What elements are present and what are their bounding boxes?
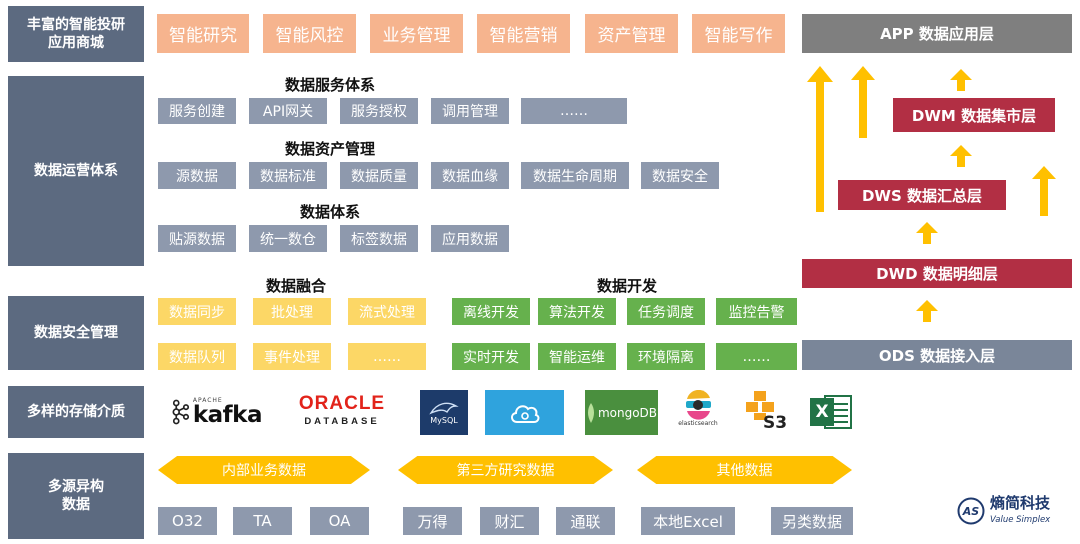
brand-subtitle: Value Simplex — [990, 515, 1051, 525]
dev-item-offline[interactable]: 离线开发 — [452, 298, 530, 325]
leaf-icon — [587, 402, 594, 423]
app-tile-smart-writing[interactable]: 智能写作 — [692, 14, 785, 53]
arrow-up-short-left-icon — [851, 66, 875, 138]
s3-logo: S3 — [743, 390, 791, 436]
arrow-up-dws-dwm-icon — [950, 145, 972, 167]
source-item-tonglian[interactable]: 通联 — [556, 507, 615, 535]
row-label-storage: 多样的存储介质 — [8, 386, 144, 438]
oracle-logo: ORACLE DATABASE — [294, 394, 390, 432]
data-system-title: 数据体系 — [299, 202, 360, 221]
kafka-small-text: APACHE — [192, 396, 223, 404]
cubes-icon — [746, 391, 774, 420]
oracle-text: ORACLE — [298, 393, 386, 414]
asset-item-source-data[interactable]: 源数据 — [158, 162, 236, 189]
data-system-item-raw[interactable]: 贴源数据 — [158, 225, 236, 252]
arrow-up-dwm-app-icon — [950, 69, 972, 91]
asset-item-data-lifecycle[interactable]: 数据生命周期 — [521, 162, 629, 189]
row-label-sources: 多源异构 数据 — [8, 453, 144, 539]
source-item-oa[interactable]: OA — [310, 507, 369, 535]
elasticsearch-icon — [686, 390, 711, 420]
service-item-more[interactable]: …… — [521, 98, 627, 124]
source-group-other: 其他数据 — [637, 456, 852, 484]
oracle-database-text: DATABASE — [304, 416, 380, 427]
kafka-icon — [172, 399, 190, 425]
dev-item-smart-ops[interactable]: 智能运维 — [538, 343, 616, 370]
kafka-logo: APACHE kafka — [170, 390, 263, 434]
source-item-wind[interactable]: 万得 — [403, 507, 462, 535]
brand-logo-icon: AS — [957, 497, 985, 525]
fusion-title: 数据融合 — [265, 276, 326, 295]
mysql-text: MySQL — [430, 416, 458, 425]
source-item-ta[interactable]: TA — [233, 507, 292, 535]
mongodb-text: mongoDB — [597, 405, 658, 420]
elasticsearch-logo: elasticsearch — [672, 390, 724, 436]
fusion-item-queue[interactable]: 数据队列 — [158, 343, 236, 370]
brand-mark: AS — [962, 504, 980, 518]
row-label-data-security: 数据安全管理 — [8, 296, 144, 370]
asset-item-data-quality[interactable]: 数据质量 — [340, 162, 418, 189]
arrow-up-ods-dwd-icon — [916, 300, 938, 322]
layer-dwd[interactable]: DWD 数据明细层 — [802, 259, 1072, 288]
dev-item-realtime[interactable]: 实时开发 — [452, 343, 530, 370]
asset-item-data-lineage[interactable]: 数据血缘 — [431, 162, 509, 189]
layer-dwm[interactable]: DWM 数据集市层 — [893, 98, 1055, 132]
dev-item-scheduling[interactable]: 任务调度 — [627, 298, 705, 325]
layer-app[interactable]: APP 数据应用层 — [802, 14, 1072, 53]
mysql-logo: MySQL — [420, 390, 468, 435]
fusion-item-event[interactable]: 事件处理 — [253, 343, 331, 370]
cloud-storage-logo — [485, 390, 564, 435]
service-item-api-gateway[interactable]: API网关 — [249, 98, 327, 124]
fusion-item-stream[interactable]: 流式处理 — [348, 298, 426, 325]
dolphin-icon — [429, 402, 459, 415]
app-tile-smart-risk[interactable]: 智能风控 — [263, 14, 356, 53]
service-item-create[interactable]: 服务创建 — [158, 98, 236, 124]
app-tile-asset-mgmt[interactable]: 资产管理 — [585, 14, 678, 53]
elasticsearch-text: elasticsearch — [678, 420, 718, 427]
excel-logo: X — [810, 392, 854, 432]
fusion-item-batch[interactable]: 批处理 — [253, 298, 331, 325]
source-group-third-party: 第三方研究数据 — [398, 456, 613, 484]
data-system-item-warehouse[interactable]: 统一数仓 — [249, 225, 327, 252]
app-tile-smart-marketing[interactable]: 智能营销 — [477, 14, 570, 53]
app-tile-smart-research[interactable]: 智能研究 — [157, 14, 249, 53]
development-title: 数据开发 — [596, 276, 657, 295]
arrow-up-long-left-icon — [807, 66, 833, 212]
row-label-data-ops: 数据运营体系 — [8, 76, 144, 266]
layer-ods[interactable]: ODS 数据接入层 — [802, 340, 1072, 370]
row-label-app-mall: 丰富的智能投研 应用商城 — [8, 6, 144, 62]
source-item-alternative[interactable]: 另类数据 — [771, 507, 853, 535]
excel-x-icon: X — [810, 398, 834, 426]
source-item-o32[interactable]: O32 — [158, 507, 217, 535]
mongodb-logo: mongoDB — [585, 390, 658, 435]
kafka-text: kafka — [192, 401, 263, 428]
service-item-call-mgmt[interactable]: 调用管理 — [431, 98, 509, 124]
dev-item-more[interactable]: …… — [716, 343, 797, 370]
dev-item-algorithm[interactable]: 算法开发 — [538, 298, 616, 325]
service-item-authorize[interactable]: 服务授权 — [340, 98, 418, 124]
fusion-item-more[interactable]: …… — [348, 343, 426, 370]
app-tile-business-mgmt[interactable]: 业务管理 — [370, 14, 463, 53]
source-item-caihui[interactable]: 财汇 — [480, 507, 539, 535]
asset-item-data-security[interactable]: 数据安全 — [641, 162, 719, 189]
arrow-up-short-right-icon — [1032, 166, 1056, 216]
arrow-up-dwd-dws-icon — [916, 222, 938, 244]
s3-text: S3 — [763, 413, 788, 433]
service-system-title: 数据服务体系 — [284, 75, 375, 94]
data-system-item-tag[interactable]: 标签数据 — [340, 225, 418, 252]
asset-item-data-standard[interactable]: 数据标准 — [249, 162, 327, 189]
layer-dws[interactable]: DWS 数据汇总层 — [838, 180, 1006, 210]
fusion-item-sync[interactable]: 数据同步 — [158, 298, 236, 325]
dev-item-env-isolation[interactable]: 环境隔离 — [627, 343, 705, 370]
data-system-item-application[interactable]: 应用数据 — [431, 225, 509, 252]
asset-management-title: 数据资产管理 — [284, 139, 375, 158]
source-group-internal: 内部业务数据 — [158, 456, 370, 484]
source-item-local-excel[interactable]: 本地Excel — [641, 507, 735, 535]
dev-item-monitoring[interactable]: 监控告警 — [716, 298, 797, 325]
brand-name: 熵简科技 — [990, 494, 1051, 512]
cloud-icon — [510, 404, 539, 423]
